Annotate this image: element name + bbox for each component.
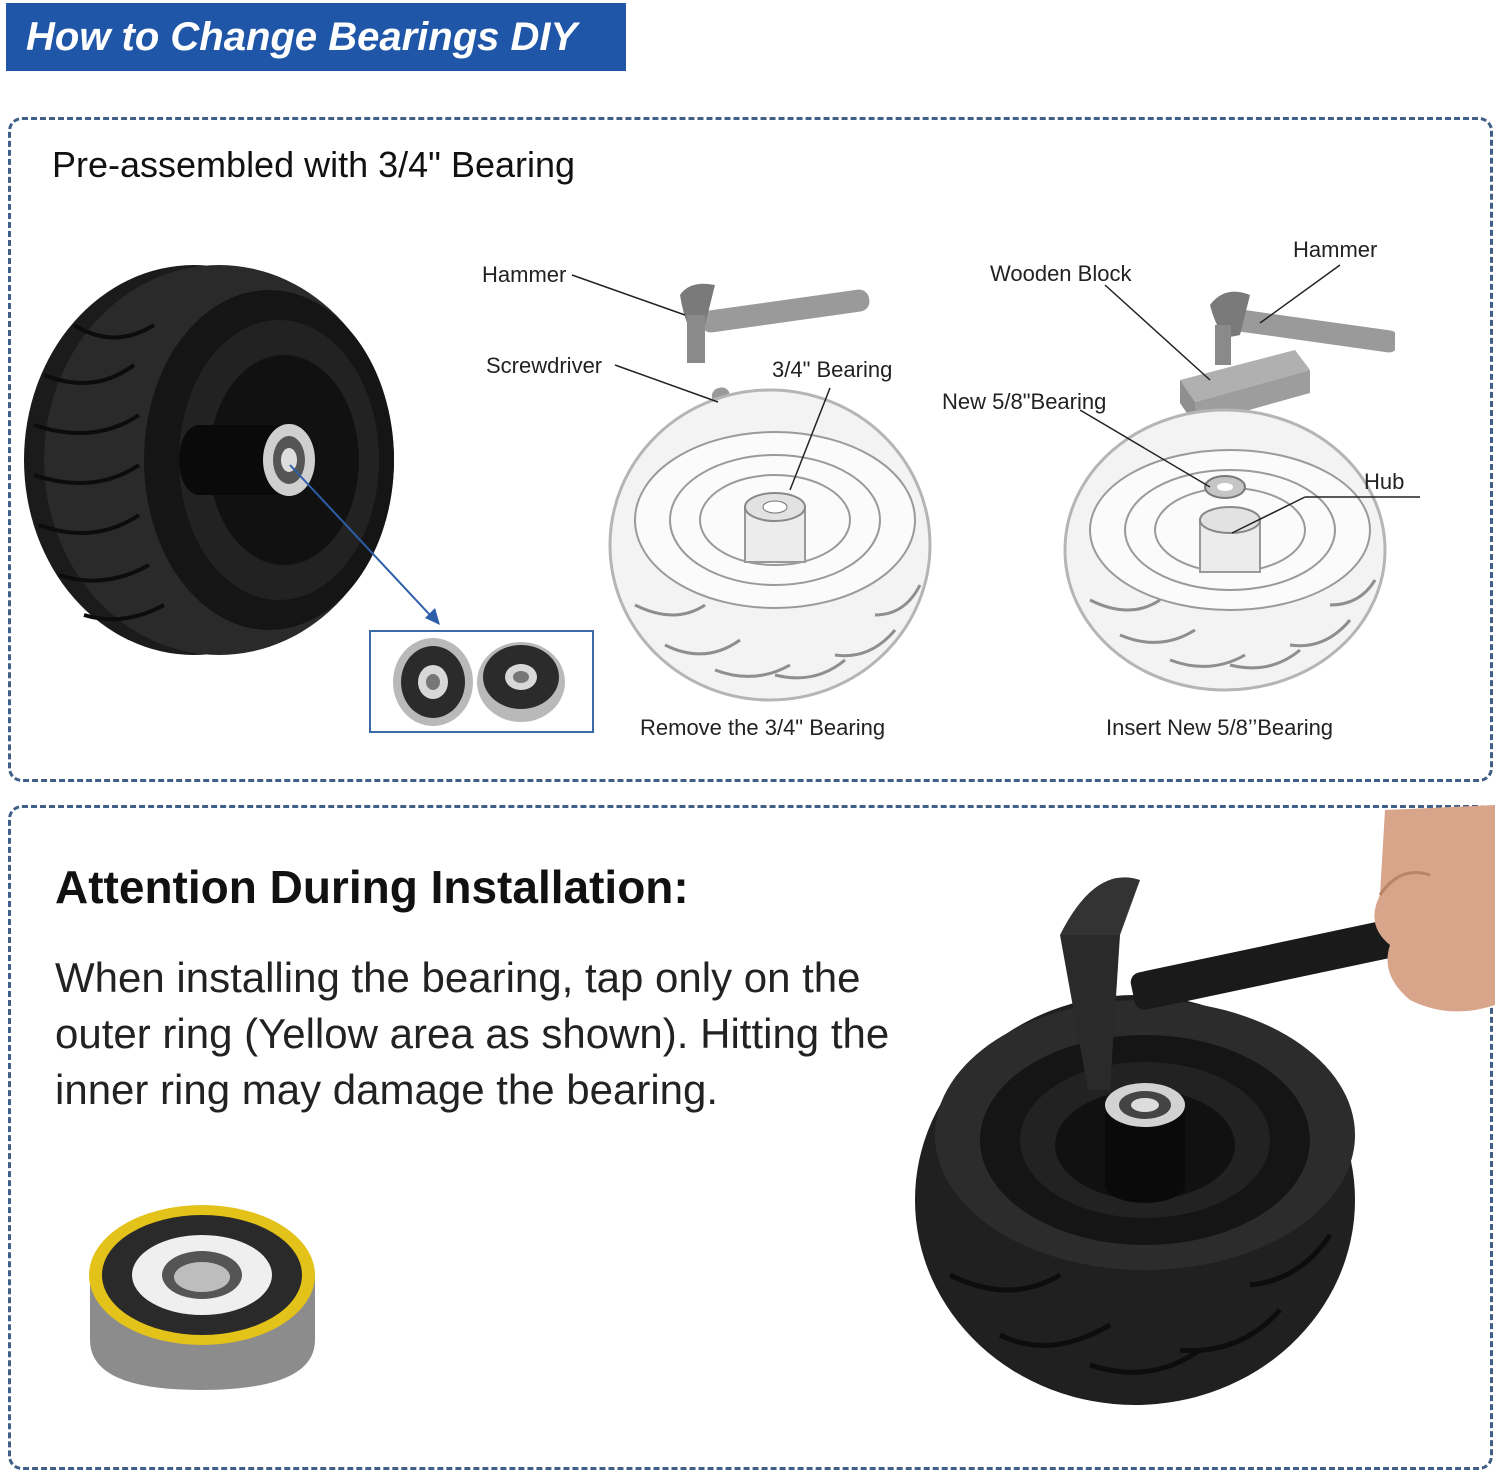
label-screwdriver: Screwdriver xyxy=(486,353,603,378)
attention-title: Attention During Installation: xyxy=(55,861,689,913)
page-title-banner: How to Change Bearings DIY xyxy=(6,3,626,71)
instructions-panel xyxy=(8,117,1493,782)
tire-hammer-illustration xyxy=(915,805,1495,1405)
step1-leader-lines xyxy=(571,274,831,491)
step2-leader-lines xyxy=(1079,264,1420,534)
page-title: How to Change Bearings DIY xyxy=(26,15,578,59)
label-hammer-step2: Hammer xyxy=(1293,237,1378,262)
label-wooden-block: Wooden Block xyxy=(990,261,1132,286)
panel-subtitle: Pre-assembled with 3/4" Bearing xyxy=(52,144,576,185)
hammer-icon xyxy=(1210,291,1395,365)
label-hammer-step1: Hammer xyxy=(482,262,567,287)
label-new-bearing: New 5/8"Bearing xyxy=(942,389,1107,414)
insert-bearing-sketch xyxy=(1063,291,1395,692)
attention-panel xyxy=(8,805,1493,1470)
bearing-closeup-box xyxy=(369,630,594,733)
label-hub: Hub xyxy=(1364,469,1405,494)
hand-icon xyxy=(1374,805,1495,1012)
caption-insert-bearing: Insert New 5/8’’Bearing xyxy=(1106,715,1334,740)
label-bearing-34: 3/4" Bearing xyxy=(772,357,893,382)
bearing-outer-ring-highlight xyxy=(89,1205,315,1390)
caption-remove-bearing: Remove the 3/4" Bearing xyxy=(640,715,886,740)
bearing-pair-image xyxy=(393,638,565,726)
hammer-icon xyxy=(1060,877,1409,1090)
remove-bearing-sketch xyxy=(608,283,932,702)
arrow-indicator xyxy=(289,464,440,625)
attention-body: When installing the bearing, tap only on… xyxy=(55,954,890,1113)
hammer-icon xyxy=(680,283,870,363)
